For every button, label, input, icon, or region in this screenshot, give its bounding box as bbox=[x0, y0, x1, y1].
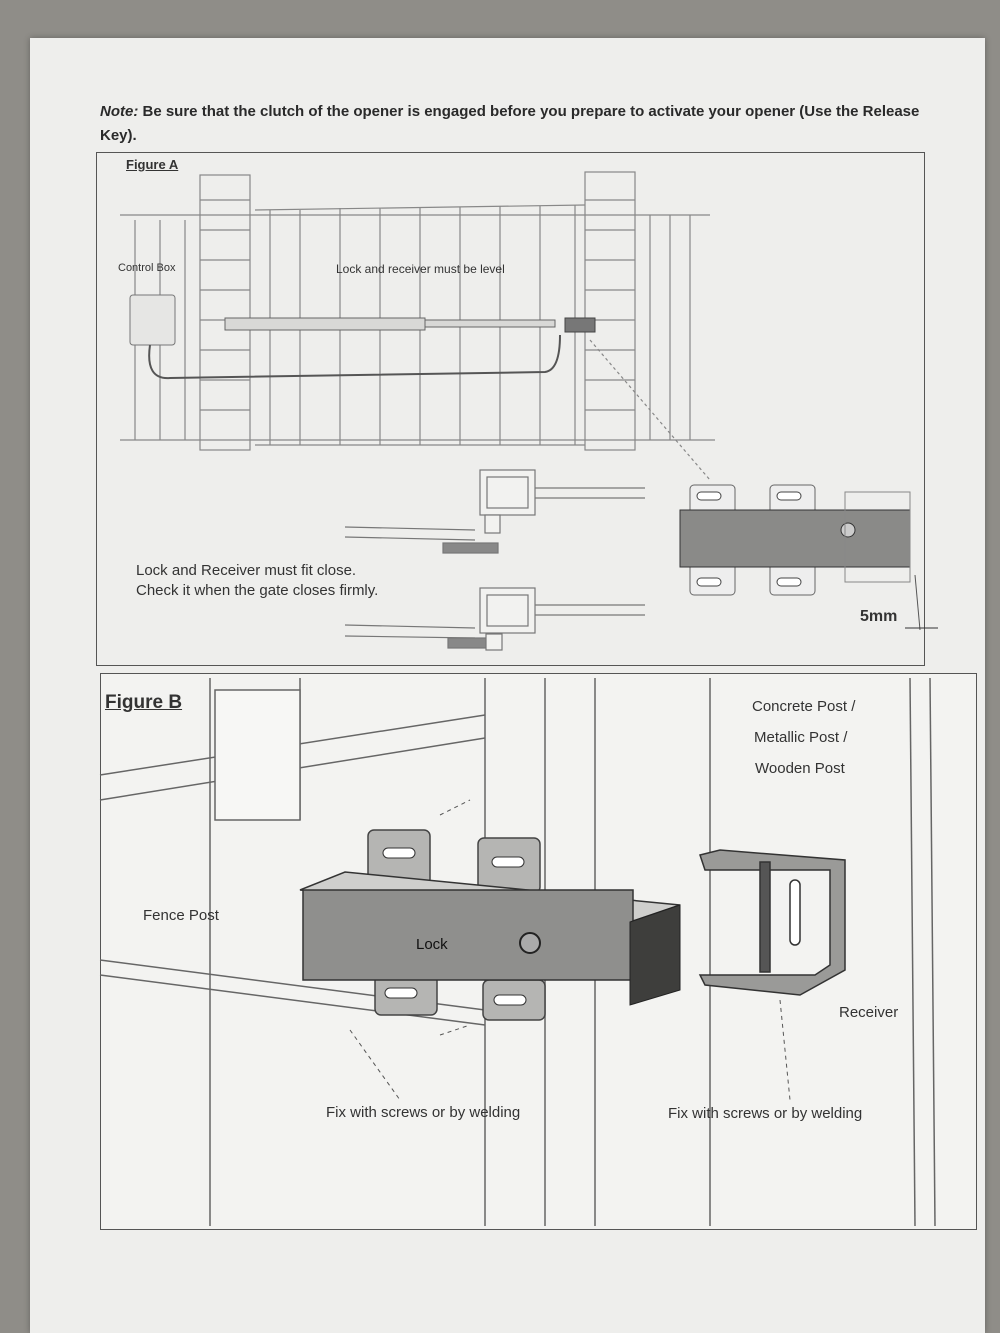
lock-label: Lock bbox=[416, 936, 448, 953]
control-box bbox=[129, 294, 176, 346]
figure-b-title: Figure B bbox=[105, 692, 183, 713]
note-label: Note: bbox=[100, 103, 139, 120]
figure-a-panel bbox=[96, 152, 925, 666]
fit-text-line2: Check it when the gate closes firmly. bbox=[136, 582, 379, 599]
fix-right-label: Fix with screws or by welding bbox=[668, 1105, 863, 1122]
gap-label: 5mm bbox=[860, 608, 898, 625]
fit-text-line1: Lock and Receiver must fit close. bbox=[136, 562, 357, 579]
level-label: Lock and receiver must be level bbox=[336, 262, 505, 276]
post-label-line2: Metallic Post / bbox=[754, 729, 848, 746]
figure-a-title: Figure A bbox=[126, 157, 179, 172]
post-label-line1: Concrete Post / bbox=[752, 698, 856, 715]
note-text: Note: Be sure that the clutch of the ope… bbox=[100, 100, 960, 148]
fence-post-label: Fence Post bbox=[143, 907, 219, 924]
fix-left-label: Fix with screws or by welding bbox=[326, 1104, 521, 1121]
post-label-line3: Wooden Post bbox=[755, 760, 845, 777]
note-body: Be sure that the clutch of the opener is… bbox=[100, 103, 920, 144]
receiver-drawing bbox=[698, 849, 846, 996]
control-box-label: Control Box bbox=[118, 262, 176, 274]
receiver-label: Receiver bbox=[839, 1004, 899, 1021]
lock-closeup bbox=[679, 484, 938, 631]
